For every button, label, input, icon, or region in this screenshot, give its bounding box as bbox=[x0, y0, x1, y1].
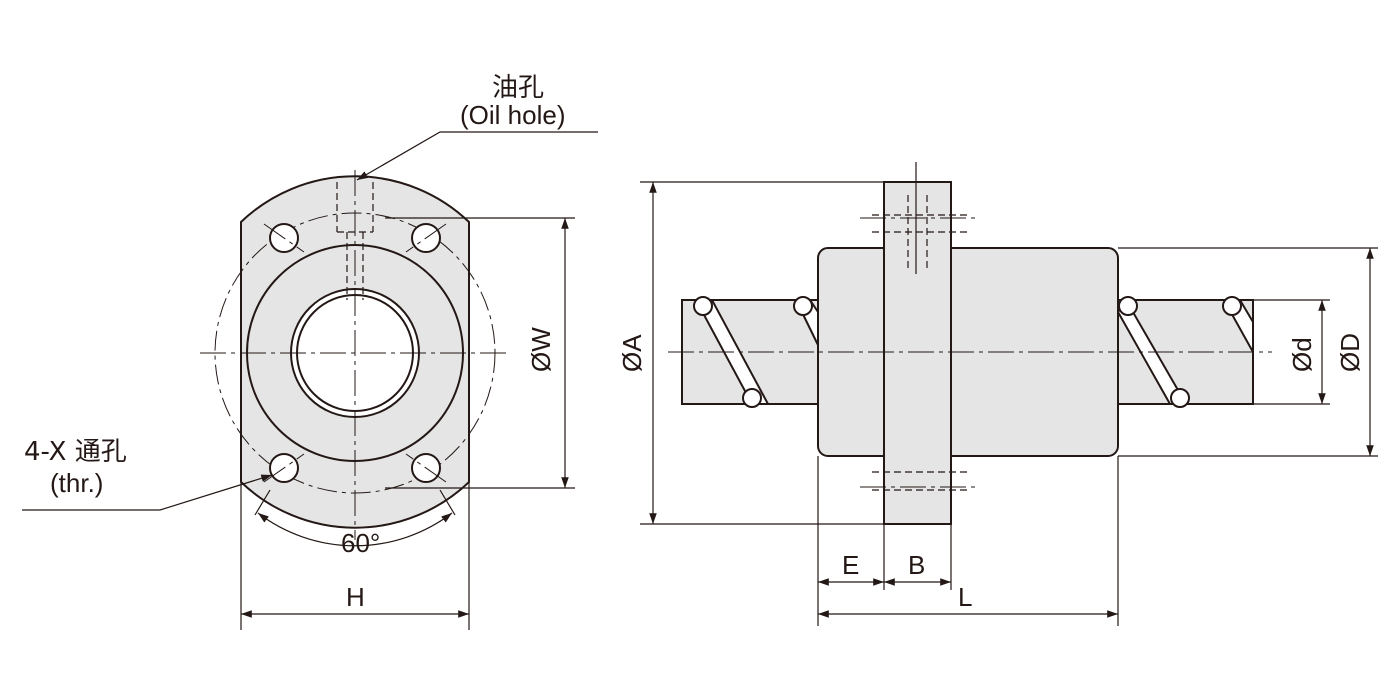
dim-d-label: Ød bbox=[1287, 337, 1317, 372]
angle-label: 60° bbox=[341, 528, 380, 558]
dim-A-label: ØA bbox=[617, 334, 647, 372]
oil-hole-label-en: (Oil hole) bbox=[460, 100, 565, 130]
side-view: ØA E B L Ød ØD bbox=[617, 162, 1378, 626]
through-hole-label-en: (thr.) bbox=[50, 468, 103, 498]
through-hole-leader bbox=[22, 474, 273, 511]
bolt-holes bbox=[263, 223, 447, 483]
flange bbox=[883, 181, 952, 525]
dim-B-label: B bbox=[908, 550, 925, 580]
oil-hole-leader bbox=[356, 131, 598, 181]
angle-arc bbox=[257, 512, 453, 547]
oil-hole-label-zh: 油孔 bbox=[492, 73, 544, 103]
dim-E-label: E bbox=[842, 550, 859, 580]
oil-hole-hidden bbox=[336, 182, 374, 300]
front-view: 60° H ØW 油孔 (Oil hole) 4-X 通孔 (thr.) bbox=[22, 73, 598, 630]
flange-hidden-holes bbox=[860, 162, 975, 491]
through-hole-label-zh: 4-X 通孔 bbox=[24, 437, 127, 467]
dim-L-label: L bbox=[958, 582, 972, 612]
dim-H-label: H bbox=[346, 582, 365, 612]
dim-W-label: ØW bbox=[526, 327, 556, 372]
dim-D-label: ØD bbox=[1335, 333, 1365, 372]
